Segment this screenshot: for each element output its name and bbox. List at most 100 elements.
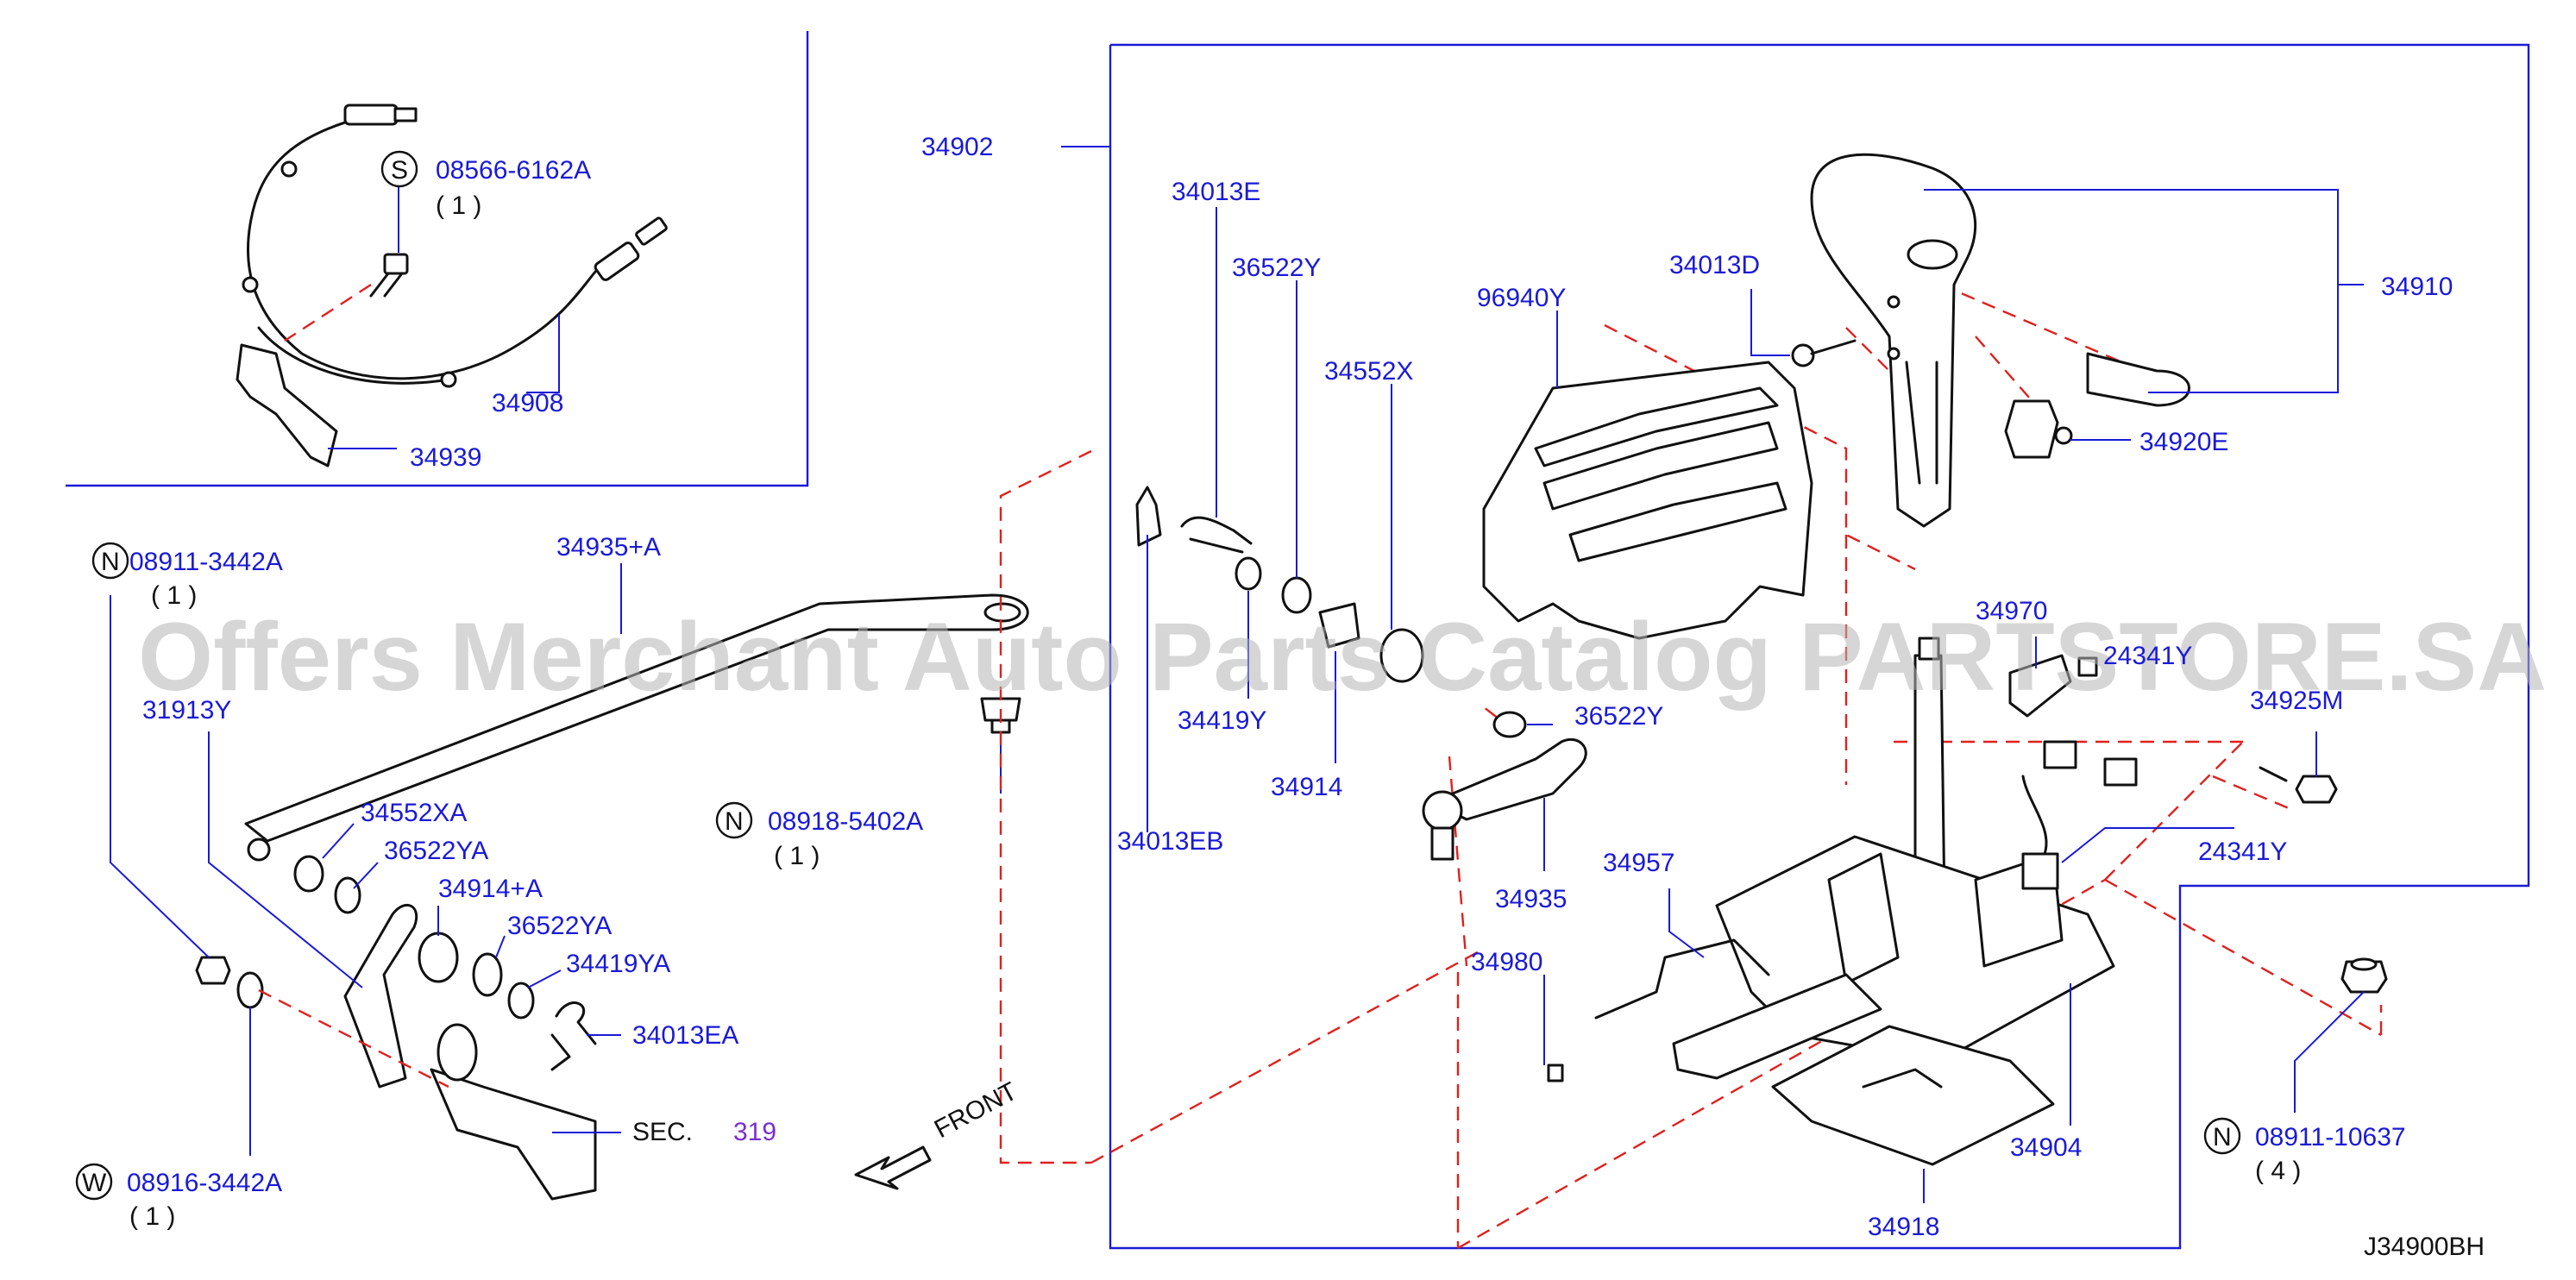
label-34957: 34957 xyxy=(1603,849,1674,877)
bushing-34914A xyxy=(418,932,459,983)
label-34552XA: 34552XA xyxy=(361,799,467,827)
harness-wire xyxy=(247,116,597,380)
label-08566-6162A: 08566-6162A xyxy=(436,156,591,185)
label-34918: 34918 xyxy=(1868,1213,1939,1241)
bushing-34552XA xyxy=(293,855,324,893)
label-36522Y-1: 36522Y xyxy=(1232,254,1321,282)
label-34908: 34908 xyxy=(492,389,563,417)
washer-36522Y-2 xyxy=(1492,711,1527,738)
control-rod-34935A xyxy=(244,593,1029,843)
leader-36522YA-1 xyxy=(353,862,379,889)
lever-34935 xyxy=(1430,737,1587,821)
connector-upper-tip xyxy=(393,107,418,122)
screw-icon xyxy=(1791,339,1857,367)
cover-slot-1 xyxy=(1534,386,1779,467)
bolt-34925M-icon xyxy=(2259,766,2338,804)
knob-switch-34920E xyxy=(2004,399,2059,459)
wire-24341Y xyxy=(2021,775,2048,856)
connector-24341Y xyxy=(2021,852,2059,890)
label-08911-3442A: 08911-3442A xyxy=(129,548,283,576)
label-34419YA: 34419YA xyxy=(566,950,670,978)
label-34970: 34970 xyxy=(1976,597,2047,625)
label-34902: 34902 xyxy=(921,133,993,161)
qty-08911-10637: ( 4 ) xyxy=(2255,1157,2301,1185)
bracket-34970 xyxy=(2008,654,2072,718)
qty-08911-3442A: ( 1 ) xyxy=(151,581,197,610)
bushing-34552X xyxy=(1379,628,1424,683)
label-31913Y: 31913Y xyxy=(142,696,231,725)
guide-34957 xyxy=(1672,973,1882,1080)
nut-08911-10637-icon xyxy=(2340,957,2388,994)
bushing-34914 xyxy=(1318,602,1360,649)
leader-34013D xyxy=(1750,289,1790,356)
label-34935A: 34935+A xyxy=(556,533,661,562)
label-34013EA: 34013EA xyxy=(632,1021,738,1050)
knob-switch-pin xyxy=(2054,426,2073,445)
leader-24341Y xyxy=(2061,827,2234,863)
label-36522YA-2: 36522YA xyxy=(507,912,612,940)
lever-rod-top xyxy=(1918,637,1940,661)
detent-plate xyxy=(1827,852,1900,985)
label-34013EB: 34013EB xyxy=(1117,827,1223,856)
main-assembly-frame xyxy=(1109,43,2530,1250)
lever-pin xyxy=(1430,826,1454,861)
leader-08911-10637 xyxy=(2294,991,2365,1113)
cover-body xyxy=(1482,361,1813,640)
knob-hole-1 xyxy=(1887,295,1901,309)
label-34013D: 34013D xyxy=(1669,251,1760,279)
harness-clip xyxy=(280,160,298,178)
lever-31913Y xyxy=(343,903,418,1089)
diagram-frames xyxy=(66,31,2530,1250)
n-circle-icon-2 xyxy=(715,801,753,839)
leader-34957 xyxy=(1668,888,1705,958)
knob-hole-2 xyxy=(1887,347,1901,361)
n-symbol-1: N xyxy=(101,548,120,576)
harness-clip-2 xyxy=(242,276,259,293)
harness-wire-lower xyxy=(257,326,450,385)
connector-24341Y-top xyxy=(2077,656,2098,677)
rod-34957 xyxy=(1594,938,1770,1020)
washer-08916-3442A xyxy=(236,971,264,1009)
n-symbol-3: N xyxy=(2213,1123,2232,1151)
label-34935: 34935 xyxy=(1495,885,1567,913)
hidden-line-bolt xyxy=(284,283,372,342)
n-symbol-2: N xyxy=(725,807,744,836)
inset-harness xyxy=(236,104,668,467)
label-96940Y: 96940Y xyxy=(1477,284,1566,312)
label-24341Y: 24341Y xyxy=(2198,838,2287,866)
front-arrow-icon xyxy=(854,1145,932,1190)
connector-small-2 xyxy=(2103,757,2138,787)
n-circle-icon-1 xyxy=(91,542,129,580)
diagram-code: J34900BH xyxy=(2364,1233,2485,1261)
shift-knob-34910 xyxy=(1750,153,2364,528)
bottom-cover-slot xyxy=(1862,1068,1943,1089)
pin-34013E xyxy=(1180,516,1253,554)
watermark: Offers Merchant Auto Parts Catalog PARTS… xyxy=(138,603,2547,711)
leader-34552XA xyxy=(322,823,355,859)
clip-34013EB xyxy=(1135,486,1162,547)
indicator-cover-96940Y xyxy=(1482,311,1813,640)
centre-small-parts xyxy=(1135,207,1587,871)
bottom-cover-34918 xyxy=(1771,1025,2055,1166)
label-34419Y: 34419Y xyxy=(1178,706,1266,735)
label-34910: 34910 xyxy=(2381,273,2453,301)
label-34939: 34939 xyxy=(410,443,481,472)
label-34980: 34980 xyxy=(1471,948,1542,976)
part-labels: 08566-6162A ( 1 ) 34908 34939 08911-3442… xyxy=(127,133,2485,1261)
washer-34419Y xyxy=(1235,556,1262,591)
left-linkage xyxy=(110,563,1029,1201)
label-08911-10637: 08911-10637 xyxy=(2255,1123,2406,1151)
connector-right-tip xyxy=(635,216,668,246)
washer-36522YA-1 xyxy=(334,876,361,914)
shaft-boss xyxy=(437,1023,478,1082)
shifter-assembly xyxy=(1061,146,2388,1203)
w-symbol: W xyxy=(82,1169,107,1197)
leader-08911-3442A xyxy=(110,595,210,958)
qty-08918: ( 1 ) xyxy=(774,842,820,870)
leader-34910 xyxy=(1924,189,2339,393)
leader-34908 xyxy=(526,315,560,393)
shift-shaft xyxy=(430,1068,597,1201)
connector-upper xyxy=(343,104,399,126)
label-34013E: 34013E xyxy=(1172,178,1260,206)
label-34914: 34914 xyxy=(1271,773,1342,801)
